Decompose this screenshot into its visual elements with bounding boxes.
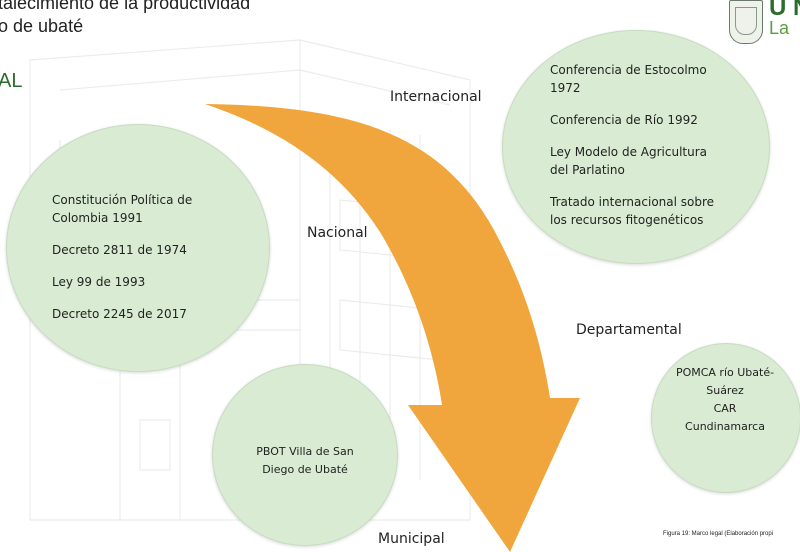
university-logo: U N La: [725, 0, 800, 48]
brand-text-2: La: [769, 18, 790, 38]
slide-title-line-1: talecimiento de la productividad: [0, 0, 251, 13]
internacional-circle: [502, 30, 770, 264]
flow-arrow: [205, 104, 580, 552]
brand-text-1: U N: [769, 0, 800, 21]
nacional-item: Ley 99 de 1993: [52, 275, 146, 289]
nacional-item: Decreto 2245 de 2017: [52, 307, 187, 321]
departamental-item: POMCA río Ubaté-Suárez: [675, 366, 775, 397]
level-label-departamental: Departamental: [576, 322, 682, 338]
municipal-item: PBOT Villa de San Diego de Ubaté: [256, 445, 354, 476]
figure-caption: Figura 19: Marco legal (Elaboración prop…: [663, 531, 774, 537]
section-tag: AL: [0, 70, 23, 92]
level-label-internacional: Internacional: [390, 89, 482, 105]
university-seal-icon: [729, 0, 763, 44]
internacional-item: Tratado internacional sobre los recursos…: [550, 195, 715, 227]
nacional-circle: [6, 124, 270, 372]
departamental-circle: [651, 343, 800, 493]
internacional-list: Conferencia de Estocolmo 1972 Conferenci…: [550, 61, 726, 243]
departamental-item: Cundinamarca: [685, 420, 765, 433]
municipal-circle: [212, 364, 398, 546]
nacional-list: Constitución Política de Colombia 1991 D…: [52, 191, 222, 337]
nacional-item: Decreto 2811 de 1974: [52, 243, 187, 257]
internacional-item: Conferencia de Estocolmo 1972: [550, 63, 707, 95]
internacional-item: Conferencia de Río 1992: [550, 113, 698, 127]
level-label-nacional: Nacional: [307, 225, 368, 241]
departamental-list: POMCA río Ubaté-Suárez CAR Cundinamarca: [660, 364, 790, 436]
internacional-item: Ley Modelo de Agricultura del Parlatino: [550, 145, 708, 177]
level-label-municipal: Municipal: [378, 531, 445, 547]
departamental-item: CAR: [713, 402, 737, 415]
nacional-item: Constitución Política de Colombia 1991: [52, 193, 193, 225]
slide-title-line-2: o de ubaté: [0, 16, 84, 36]
